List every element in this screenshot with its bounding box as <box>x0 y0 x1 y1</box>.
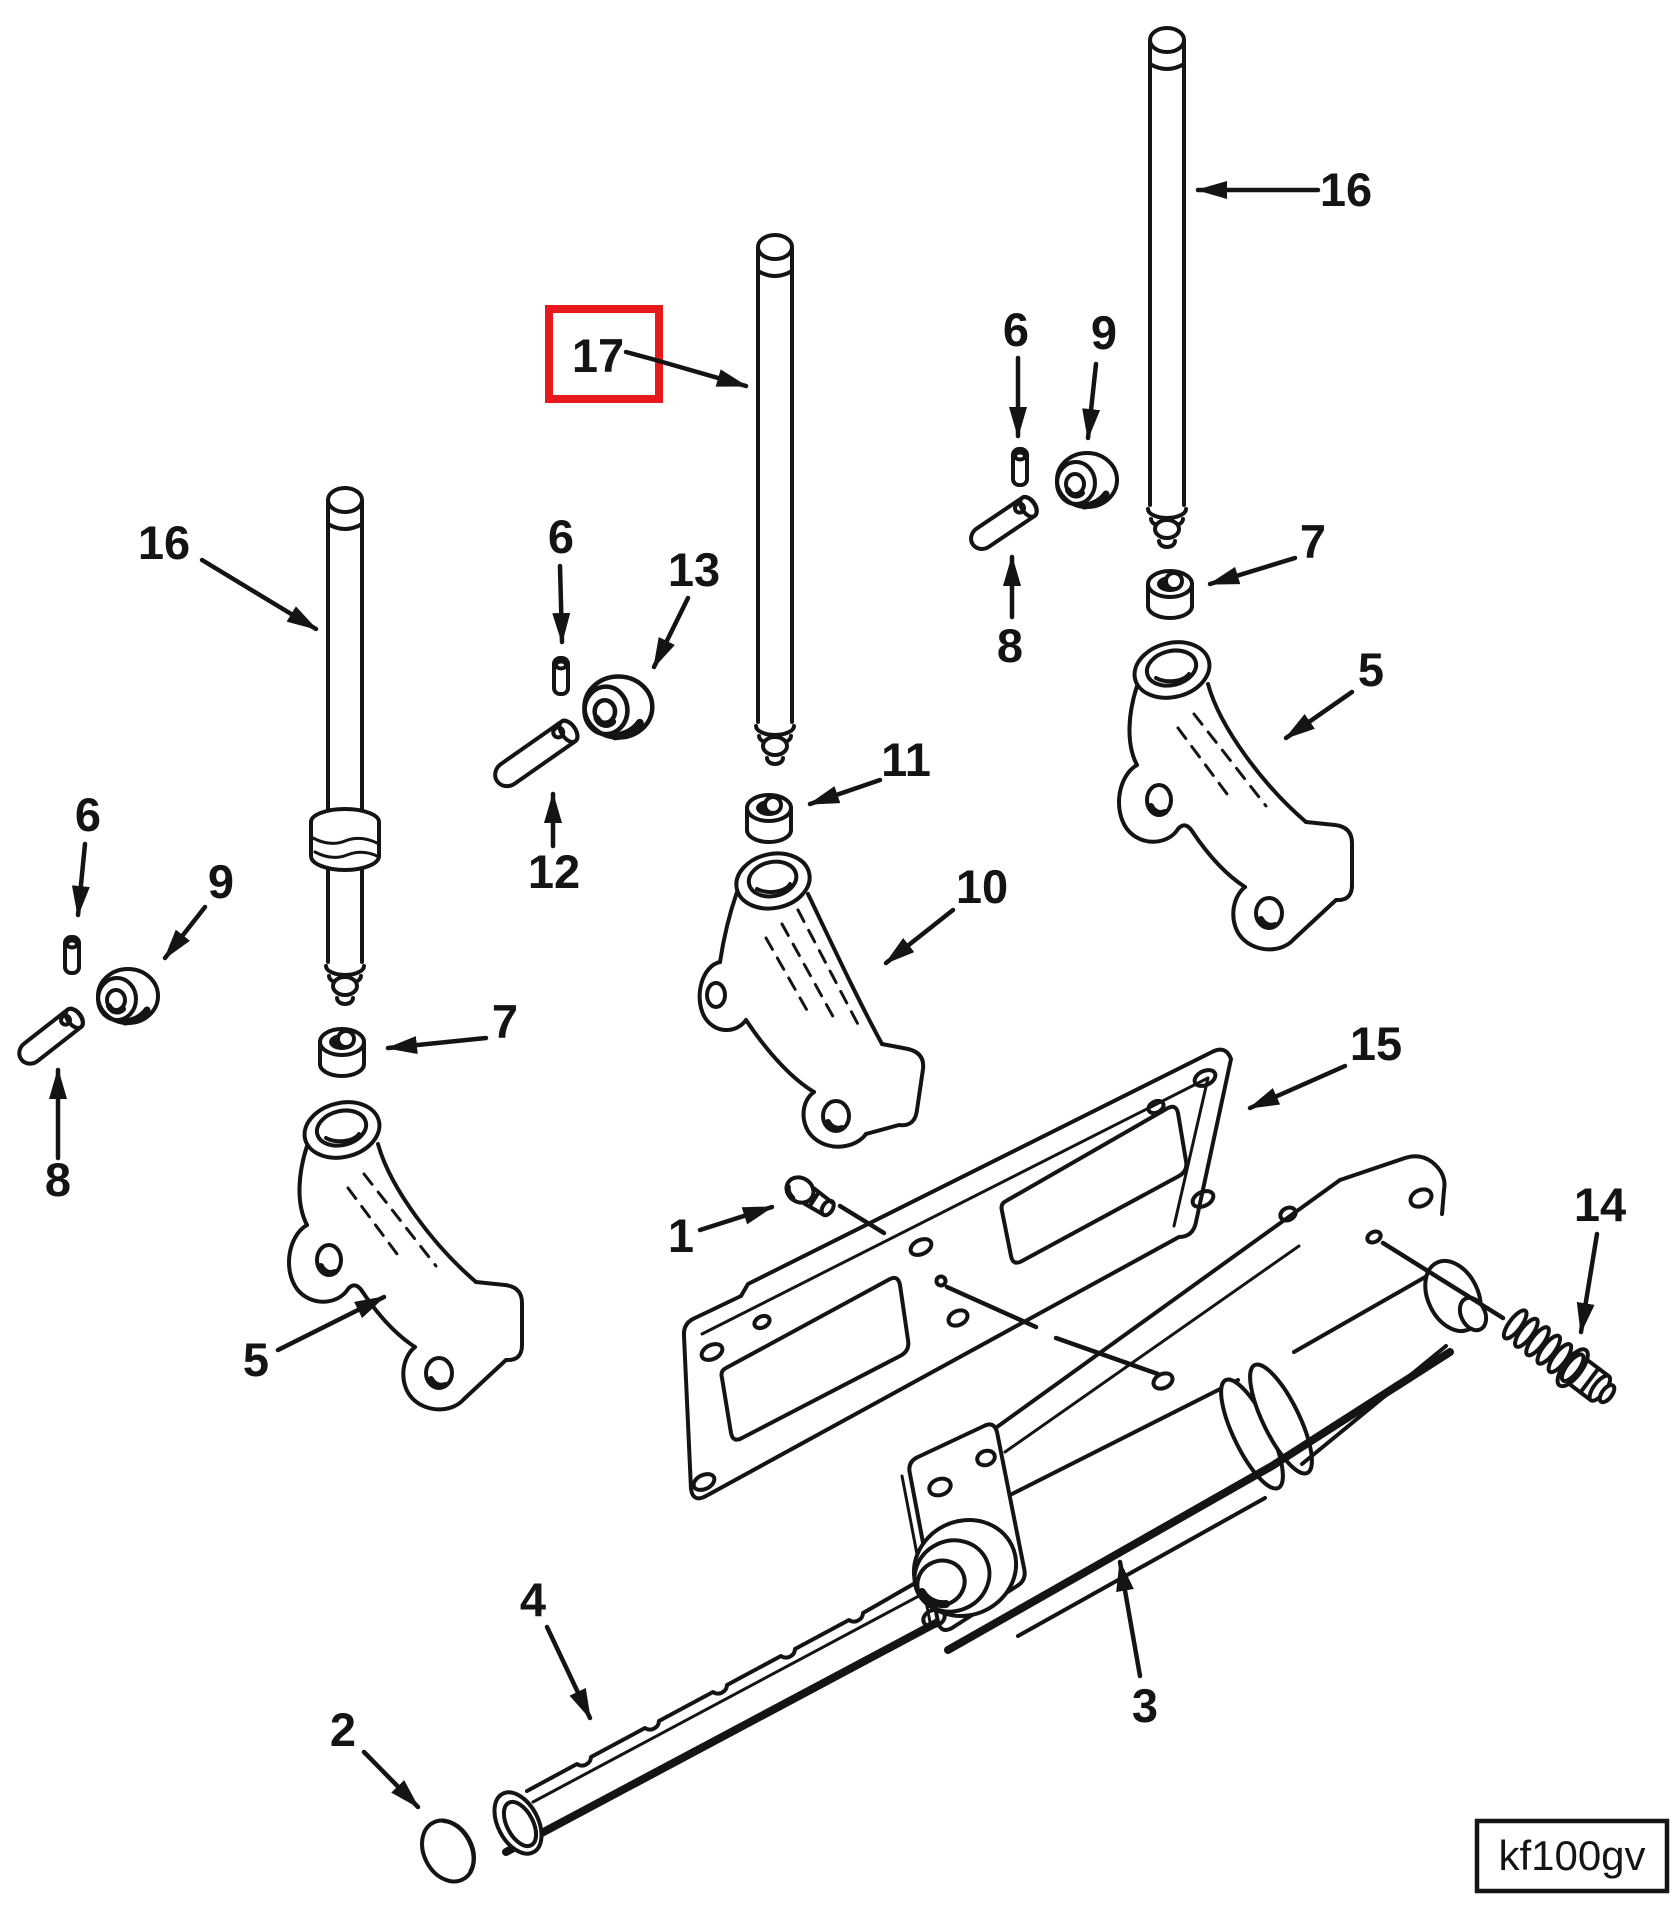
callout-7-right: 7 <box>1207 515 1326 587</box>
callout-label: 13 <box>668 543 720 596</box>
end-cap-2 <box>420 1818 476 1884</box>
highlight-box-17 <box>545 305 663 403</box>
callout-arrow <box>651 595 691 670</box>
rocker-housing-3 <box>900 1154 1489 1654</box>
callout-label: 5 <box>243 1333 269 1386</box>
gasket-plate-15 <box>681 1047 1233 1501</box>
callout-arrow <box>71 841 90 918</box>
roller-left-9 <box>98 969 158 1023</box>
push-rod-middle-17 <box>754 233 796 766</box>
bushing-middle-11 <box>745 793 793 844</box>
callout-label: 1 <box>668 1209 694 1262</box>
callout-arrow <box>1116 1559 1143 1679</box>
callout-label: 17 <box>572 329 624 382</box>
figure-code-box: kf100gv <box>1474 1818 1670 1894</box>
callout-label: 16 <box>1320 163 1372 216</box>
bolt-14 <box>1501 1308 1617 1405</box>
callout-arrow <box>552 563 571 645</box>
clevis-pin-right-8 <box>964 491 1043 556</box>
callout-3-housing: 3 <box>1116 1559 1158 1732</box>
callout-label: 12 <box>528 845 580 898</box>
leader-fitting-to-gasket <box>837 1203 887 1236</box>
rocker-bracket-middle-10 <box>697 851 926 1149</box>
callout-arrow <box>883 907 956 966</box>
callout-arrow <box>162 904 208 961</box>
callout-15-gasket: 15 <box>1247 1017 1402 1111</box>
callout-4-shaft: 4 <box>520 1573 593 1721</box>
callout-6-middle: 6 <box>548 510 574 645</box>
callout-11-middle: 11 <box>807 733 931 807</box>
callout-13-middle: 13 <box>651 543 720 670</box>
callout-17-middle-rod: 17 <box>545 305 749 403</box>
callout-label: 7 <box>1300 515 1326 568</box>
callout-label: 8 <box>997 619 1023 672</box>
leader-housing-to-bolt <box>1380 1240 1506 1321</box>
callout-16-upper-right: 16 <box>1195 163 1372 216</box>
push-rod-left <box>309 486 381 1006</box>
callout-label: 9 <box>1091 306 1117 359</box>
callout-12-middle: 12 <box>528 791 580 898</box>
pin-right-6 <box>1011 447 1029 487</box>
pin-middle-6 <box>552 656 570 696</box>
callout-6-right: 6 <box>1003 303 1029 439</box>
callout-9-right: 9 <box>1082 306 1117 441</box>
figure-code-label: kf100gv <box>1498 1832 1645 1879</box>
callout-arrow <box>1082 361 1101 441</box>
bushing-left-7 <box>318 1027 366 1078</box>
callout-5-right: 5 <box>1283 643 1384 741</box>
callout-arrow <box>544 1624 593 1721</box>
rocker-lever-right-5 <box>1119 635 1352 950</box>
callout-label: 4 <box>520 1573 546 1626</box>
callout-label: 7 <box>492 995 518 1048</box>
callout-arrow <box>697 1204 775 1233</box>
callout-label: 9 <box>208 855 234 908</box>
callout-label: 15 <box>1350 1017 1402 1070</box>
shaft-tube-4 <box>492 1560 987 1856</box>
callout-arrow <box>385 1035 489 1055</box>
callout-2-cap: 2 <box>330 1703 421 1810</box>
callout-label: 2 <box>330 1703 356 1756</box>
clevis-pin-middle-12 <box>488 715 584 794</box>
callout-5-left: 5 <box>243 1294 387 1386</box>
rocker-lever-left-5 <box>289 1095 522 1410</box>
callout-label: 10 <box>956 860 1008 913</box>
callout-arrow <box>275 1294 387 1353</box>
push-rod-right <box>1146 26 1188 549</box>
callout-arrow <box>1283 689 1355 741</box>
callout-label: 11 <box>881 733 931 786</box>
callout-arrow <box>623 349 749 389</box>
callout-label: 5 <box>1358 643 1384 696</box>
leader-gasket-to-housing <box>944 1284 1161 1377</box>
callout-arrow <box>1207 555 1298 587</box>
callout-10-middle: 10 <box>883 860 1008 966</box>
callout-arrow <box>1576 1231 1600 1335</box>
clevis-pin-left-8 <box>12 1003 89 1071</box>
callout-label: 14 <box>1574 1178 1626 1231</box>
callout-6-left: 6 <box>71 788 101 918</box>
callout-arrow <box>807 777 883 807</box>
callout-label: 3 <box>1132 1679 1158 1732</box>
callout-label: 6 <box>75 788 101 841</box>
callout-label: 8 <box>45 1153 71 1206</box>
roller-middle-13 <box>584 676 652 737</box>
callout-arrow <box>1247 1063 1348 1111</box>
callout-arrow <box>199 557 319 632</box>
callout-label: 6 <box>1003 303 1029 356</box>
callout-label: 16 <box>138 516 190 569</box>
callout-7-left: 7 <box>385 995 518 1055</box>
roller-right-9 <box>1057 453 1117 507</box>
callout-16-left: 16 <box>138 516 319 632</box>
bushing-right-7 <box>1146 569 1194 620</box>
callout-label: 6 <box>548 510 574 563</box>
callout-9-left: 9 <box>162 855 234 961</box>
callout-8-left: 8 <box>45 1067 71 1206</box>
pin-left-6 <box>63 935 81 975</box>
callout-1-fitting: 1 <box>668 1204 775 1262</box>
figure-code-border <box>1474 1818 1670 1894</box>
callout-14-bolt: 14 <box>1574 1178 1626 1335</box>
lube-fitting-1 <box>784 1175 836 1218</box>
callout-arrow <box>361 1749 421 1810</box>
callout-8-right: 8 <box>997 554 1023 672</box>
